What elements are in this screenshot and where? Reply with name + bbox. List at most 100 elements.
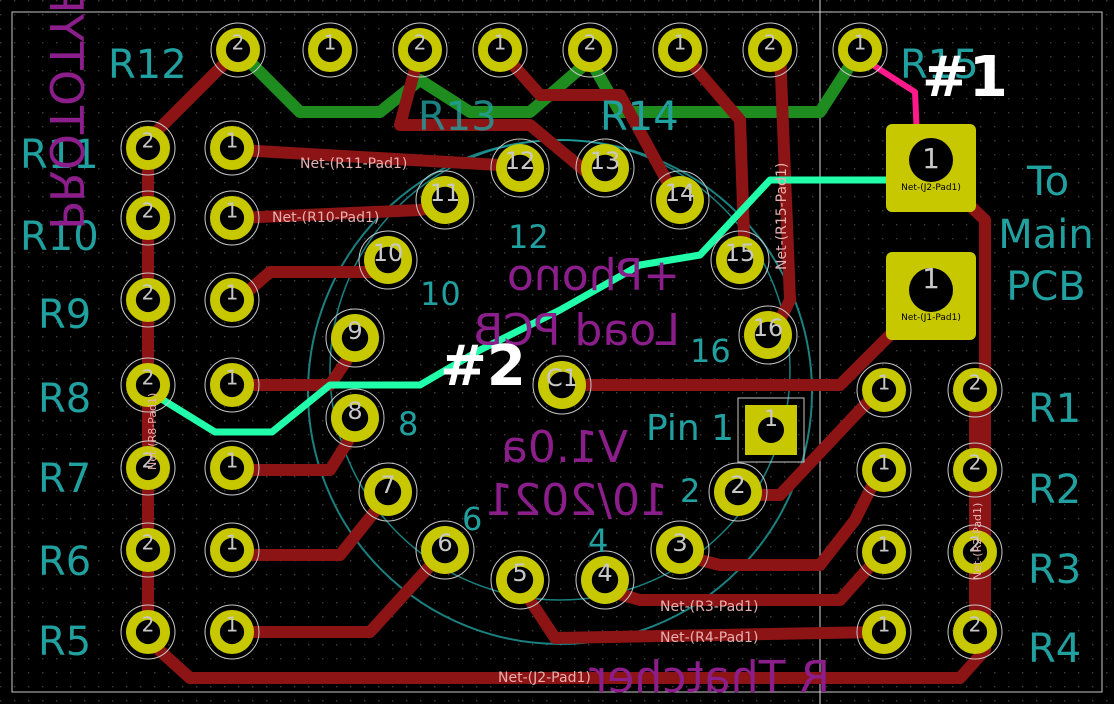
top-pad-5[interactable]: 2 (562, 22, 618, 78)
socket-pin-p9-drill (341, 324, 369, 352)
left-pad2-1[interactable]: 2 (120, 120, 176, 176)
left-pad2-1-number: 2 (142, 129, 155, 153)
socket-pin-c1-drill (548, 371, 576, 399)
right-pad1-2-drill (871, 457, 897, 483)
top-pad-4[interactable]: 1 (472, 22, 528, 78)
left-pad2-2-clearance (120, 190, 176, 246)
ref-r5: R5 (38, 619, 91, 665)
left-pad1-5[interactable]: 1 (204, 440, 260, 496)
top-pad-4-drill (487, 37, 513, 63)
socket-pin-p16[interactable]: 16 (738, 305, 798, 365)
connector-j1[interactable]: 1 Net-(J1-Pad1) (886, 252, 976, 340)
left-pad1-7[interactable]: 1 (204, 604, 260, 660)
socket-pin-p9[interactable]: 9 (325, 308, 385, 368)
socket-pin-p7-drill (374, 478, 402, 506)
left-pad2-5[interactable]: 2 (120, 440, 176, 496)
left-pad1-3[interactable]: 1 (204, 272, 260, 328)
ref-r13: R13 (418, 94, 497, 140)
right-pad1-3[interactable]: 1 (856, 524, 912, 580)
socket-pin-p5[interactable]: 5 (490, 550, 550, 610)
top-pad-6-number: 1 (674, 31, 687, 55)
top-pad-3[interactable]: 2 (392, 22, 448, 78)
socket-pin-p8-clearance (325, 388, 385, 448)
net-label-j2: Net-(J2-Pad1) (498, 670, 591, 686)
socket-pin-p9-clearance (325, 308, 385, 368)
silk-pin-16: 16 (690, 332, 731, 370)
left-pad2-6[interactable]: 2 (120, 522, 176, 578)
socket-pin-p10[interactable]: 10 (358, 230, 418, 290)
socket-pin-p6[interactable]: 6 (415, 520, 475, 580)
top-pad-7[interactable]: 2 (742, 22, 798, 78)
right-pad2-4[interactable]: 2 (947, 604, 1003, 660)
ref-r2: R2 (1028, 467, 1081, 513)
socket-pin-p14[interactable]: 14 (650, 170, 710, 230)
left-pad1-4[interactable]: 1 (204, 357, 260, 413)
socket-pin-p13[interactable]: 13 (575, 138, 635, 198)
net-label-r11: Net-(R11-Pad1) (300, 156, 407, 172)
highlight-trace-2[interactable] (151, 176, 922, 436)
right-pad2-1[interactable]: 2 (947, 362, 1003, 418)
ref-r6: R6 (38, 539, 91, 585)
silk-pin-12: 12 (508, 218, 549, 256)
net-label-r2: Net-(R2-Pad1) (971, 503, 984, 580)
socket-pin-p14-clearance (650, 170, 710, 230)
socket-pin-p11[interactable]: 11 (415, 170, 475, 230)
right-pad1-2[interactable]: 1 (856, 442, 912, 498)
right-pad1-4[interactable]: 1 (856, 604, 912, 660)
left-pad2-4-number: 2 (142, 366, 155, 390)
top-pad-1[interactable]: 2 (210, 22, 266, 78)
left-pad2-2[interactable]: 2 (120, 190, 176, 246)
socket-pin-p2[interactable]: 2 (708, 462, 768, 522)
left-pad1-6[interactable]: 1 (204, 522, 260, 578)
socket-pin-p9-number: 9 (347, 317, 362, 345)
socket-pin-c1-number: C1 (546, 364, 578, 392)
right-pad2-4-number: 2 (969, 613, 982, 637)
socket-pin-p12-number: 12 (505, 147, 536, 175)
left-pad2-1-clearance (120, 120, 176, 176)
connector-j2[interactable]: 1 Net-(J2-Pad1) (886, 124, 976, 212)
socket-pin-p2-clearance (708, 462, 768, 522)
socket-pin-p7[interactable]: 7 (358, 462, 418, 522)
right-pad2-3[interactable]: 2 (947, 524, 1003, 580)
pin1-pad-outline (737, 397, 805, 463)
socket-pin-c1[interactable]: C1 (532, 355, 592, 415)
top-pad-5-drill (577, 37, 603, 63)
right-pad2-3-drill (962, 539, 988, 565)
socket-pin-p3[interactable]: 3 (650, 520, 710, 580)
socket-pin-p4[interactable]: 4 (575, 550, 635, 610)
socket-pin-p5-clearance (490, 550, 550, 610)
right-pad1-1[interactable]: 1 (856, 362, 912, 418)
ref-r3: R3 (1028, 547, 1081, 593)
back-prototype: PROTOTYPE (39, 0, 93, 230)
ref-r14: R14 (600, 94, 679, 140)
right-pad2-2[interactable]: 2 (947, 442, 1003, 498)
socket-pin-p5-number: 5 (512, 559, 527, 587)
right-pad1-2-clearance (856, 442, 912, 498)
left-pad2-5-drill (135, 455, 161, 481)
silk-pin-10: 10 (420, 275, 461, 313)
left-pad1-2[interactable]: 1 (204, 190, 260, 246)
top-pad-8[interactable]: 1 (832, 22, 888, 78)
top-pad-3-drill (407, 37, 433, 63)
socket-pin-p15-number: 15 (725, 239, 756, 267)
top-pad-6[interactable]: 1 (652, 22, 708, 78)
socket-pin-p8[interactable]: 8 (325, 388, 385, 448)
right-pad2-3-clearance (947, 524, 1003, 580)
left-pad1-6-number: 1 (226, 531, 239, 555)
left-pad2-7[interactable]: 2 (120, 604, 176, 660)
socket-pin-p3-clearance (650, 520, 710, 580)
pin1-square-pad[interactable]: 1 (737, 397, 805, 463)
top-pad-2[interactable]: 1 (302, 22, 358, 78)
socket-pin-p15[interactable]: 15 (710, 230, 770, 290)
silk-pin1-label: Pin 1 (646, 408, 734, 449)
top-pad-7-drill (757, 37, 783, 63)
left-pad1-1[interactable]: 1 (204, 120, 260, 176)
socket-pin-p12[interactable]: 12 (490, 138, 550, 198)
left-pad2-3[interactable]: 2 (120, 272, 176, 328)
back-date: 10/2021 (485, 475, 668, 526)
left-pad2-4[interactable]: 2 (120, 357, 176, 413)
left-pad2-6-drill (135, 537, 161, 563)
left-pad2-5-number: 2 (142, 449, 155, 473)
back-version: V1.0a (501, 422, 628, 473)
